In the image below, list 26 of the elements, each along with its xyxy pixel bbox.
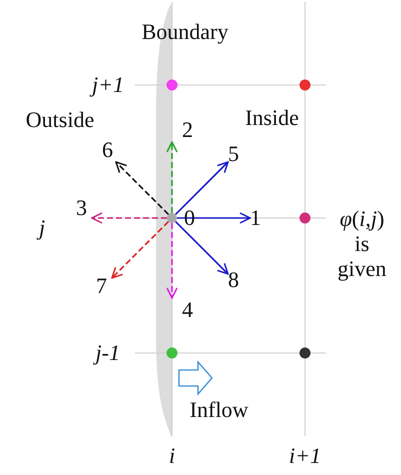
arrow (174, 161, 229, 216)
column-label: i+1 (289, 444, 321, 468)
direction-number: 7 (96, 274, 112, 298)
condition-note: φ(i,j) is given (336, 206, 388, 281)
row-label: j-1 (96, 341, 120, 365)
direction-number: 6 (102, 138, 116, 162)
direction-number: 3 (76, 196, 92, 220)
row-label: j (38, 216, 46, 240)
boundary-label: Boundary (142, 20, 228, 44)
arrow (166, 141, 178, 213)
direction-number: 1 (250, 206, 264, 230)
region-label: Inside (245, 106, 299, 130)
arrow (115, 161, 170, 216)
arrow (166, 223, 178, 299)
arrow (174, 220, 229, 275)
arrow (177, 212, 251, 224)
region-label: Outside (26, 108, 94, 132)
flow-label: Inflow (190, 398, 248, 422)
direction-number: 4 (165, 298, 193, 322)
row-label: j+1 (92, 73, 124, 97)
arrow (111, 220, 170, 279)
direction-number: 8 (228, 268, 242, 292)
direction-number: 5 (228, 142, 242, 166)
arrow (91, 212, 167, 224)
direction-number: 2 (165, 118, 193, 142)
column-label: i (168, 444, 176, 468)
